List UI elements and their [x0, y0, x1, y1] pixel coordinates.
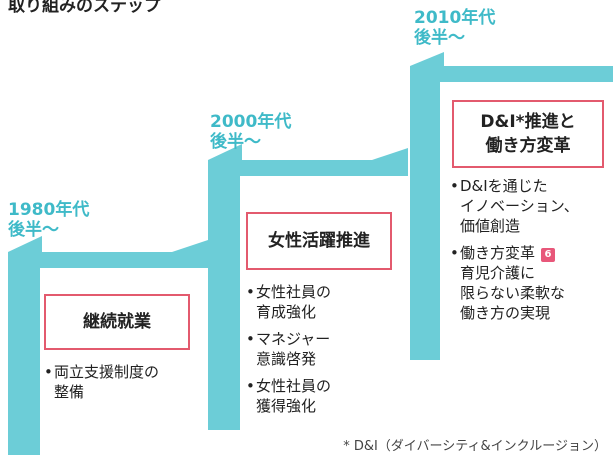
- stair-step-1: [8, 252, 40, 290]
- stair-step-3-top: [410, 52, 444, 66]
- era-label-2: 2000年代 後半〜: [210, 112, 291, 152]
- step-3-item2-detail: 育児介護に 限らない柔軟な 働き方の実現: [460, 264, 566, 322]
- page-title: 取り組みのステップ: [8, 0, 161, 16]
- list-item: 両立支援制度の 整備: [44, 362, 204, 402]
- era-2-line2: 後半〜: [210, 132, 261, 152]
- era-1-line2: 後半〜: [8, 220, 59, 240]
- step-2-heading-box: 女性活躍推進: [246, 212, 392, 270]
- stair-ramp-3: [440, 66, 613, 82]
- stair-step-1-top: [8, 236, 42, 252]
- list-item: D&Iを通じた イノベーション、 価値創造: [450, 176, 610, 236]
- list-item: マネジャー 意識啓発: [246, 329, 396, 369]
- era-2-line1: 2000年代: [210, 112, 292, 132]
- footnote: * D&I（ダイバーシティ&インクルージョン）: [343, 439, 607, 454]
- era-3-line2: 後半〜: [414, 28, 465, 48]
- stair-step-2-lower: [208, 268, 240, 430]
- list-item: 女性社員の 育成強化: [246, 282, 396, 322]
- step-1-list: 両立支援制度の 整備: [44, 362, 204, 409]
- step-2-list: 女性社員の 育成強化 マネジャー 意識啓発 女性社員の 獲得強化: [246, 282, 396, 423]
- stair-ramp-1: [40, 240, 208, 268]
- step-3-item2-label: 働き方変革: [460, 244, 536, 262]
- step-1-heading: 継続就業: [83, 312, 151, 332]
- step-3-heading-line1: D&I*推進と: [480, 112, 576, 132]
- step-3-list: D&Iを通じた イノベーション、 価値創造 働き方変革 6 育児介護に 限らない柔軟…: [450, 176, 610, 330]
- list-item: 女性社員の 獲得強化: [246, 376, 396, 416]
- stair-step-3-riser: [410, 66, 440, 176]
- step-3-heading-line2: 働き方変革: [485, 136, 571, 156]
- stair-step-2-riser: [208, 160, 240, 268]
- era-3-line1: 2010年代: [414, 8, 496, 28]
- era-label-1: 1980年代 後半〜: [8, 200, 89, 240]
- step-3-heading-box: D&I*推進と 働き方変革: [452, 100, 604, 168]
- stair-step-3-lower: [410, 176, 440, 360]
- stair-step-2-top: [208, 144, 242, 160]
- step-2-heading: 女性活躍推進: [268, 231, 370, 251]
- stair-ramp-2: [240, 148, 408, 176]
- list-item: 働き方変革 6 育児介護に 限らない柔軟な 働き方の実現: [450, 243, 610, 323]
- stair-step-1-riser: [8, 290, 40, 455]
- reference-badge: 6: [541, 248, 556, 262]
- step-1-heading-box: 継続就業: [44, 294, 190, 350]
- era-label-3: 2010年代 後半〜: [414, 8, 495, 48]
- era-1-line1: 1980年代: [8, 200, 90, 220]
